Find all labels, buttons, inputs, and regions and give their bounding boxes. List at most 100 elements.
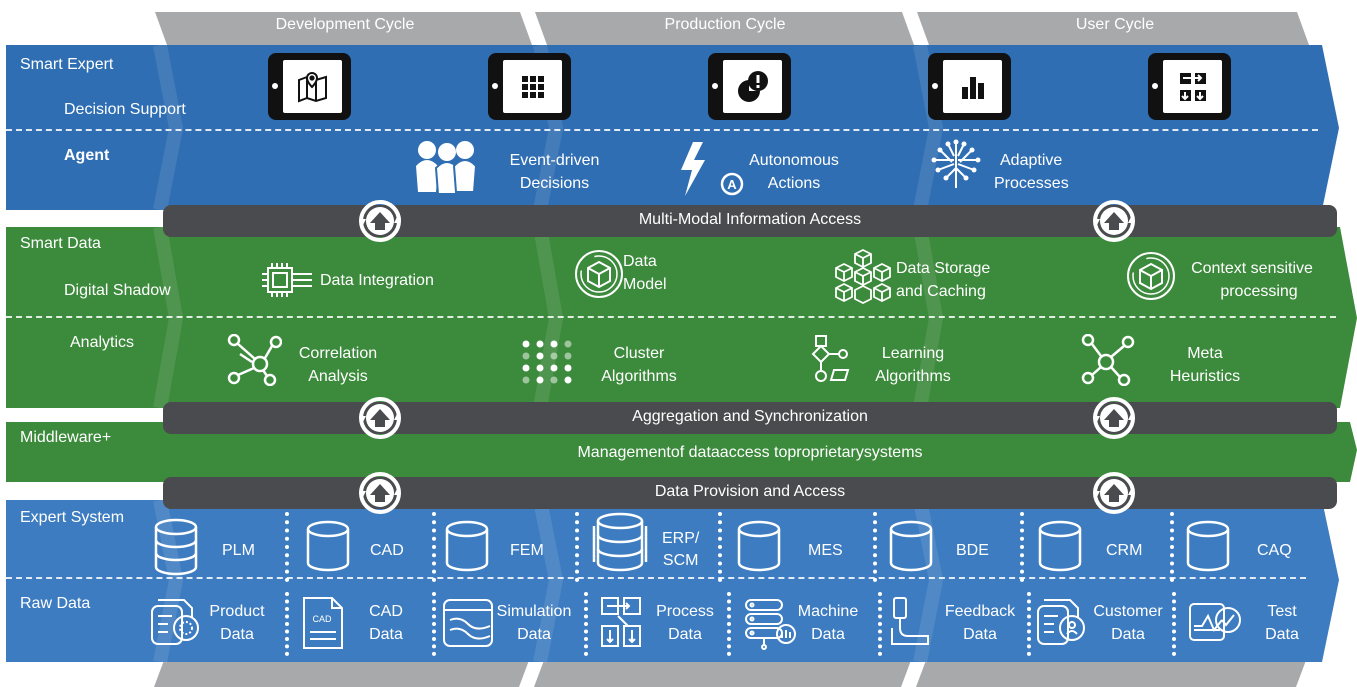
system-label-caq: CAQ xyxy=(1257,542,1292,559)
development-cycle-band xyxy=(155,12,532,45)
cycle-label-development: Development Cycle xyxy=(275,16,415,33)
separator-dots xyxy=(285,592,293,656)
analytics-item-line1: Learning xyxy=(881,345,945,362)
workflow-icon xyxy=(1179,72,1206,101)
bar-label: Multi-Modal Information Access xyxy=(638,211,862,228)
cube-icon xyxy=(1127,252,1175,300)
agent-item-line1: Event-driven xyxy=(509,152,600,169)
tablet-map[interactable] xyxy=(268,53,351,120)
database-stack-icon xyxy=(592,512,648,572)
agent-item-line1: Autonomous xyxy=(749,152,839,169)
shadow-item-line2: and Caching xyxy=(896,283,986,300)
sync-icon xyxy=(1093,200,1135,242)
test-icon xyxy=(1189,603,1241,641)
system-label-plm: PLM xyxy=(222,542,255,559)
user-cycle-band-bottom xyxy=(916,655,1308,687)
separator-dots xyxy=(1172,592,1180,656)
separator-dots xyxy=(432,592,440,656)
tablet-chart[interactable] xyxy=(928,53,1011,120)
separator-system-raw xyxy=(6,577,1306,579)
separator-dots xyxy=(285,512,293,582)
bar-aggregation: Aggregation and Synchronization xyxy=(163,402,1337,434)
bar-chart-icon xyxy=(961,76,984,99)
sync-icon xyxy=(359,200,401,242)
tablet-grid[interactable] xyxy=(488,53,571,120)
layer-label-expert-system: Expert System xyxy=(20,509,125,526)
alert-pie-icon xyxy=(737,70,768,102)
grid-icon xyxy=(521,75,544,98)
network-icon xyxy=(227,334,282,386)
system-label-line1: ERP/ xyxy=(662,530,700,547)
separator-dots xyxy=(718,512,726,582)
people-icon xyxy=(416,141,478,195)
cluster-icon xyxy=(522,340,572,384)
cycle-label-user: User Cycle xyxy=(1075,16,1155,33)
sync-icon xyxy=(1093,397,1135,439)
database-icon xyxy=(445,520,489,572)
development-cycle-band-bottom xyxy=(154,655,531,687)
database-icon xyxy=(889,520,933,572)
system-label-line2: SCM xyxy=(662,552,699,569)
production-cycle-band-bottom xyxy=(534,655,913,687)
middleware-layer xyxy=(6,422,1357,482)
raw-item-line1: Product xyxy=(209,603,265,620)
raw-item-line2: Data xyxy=(220,626,254,643)
middleware-description: Managementof dataaccess toproprietarysys… xyxy=(577,444,923,461)
raw-item-line2: Data xyxy=(811,626,845,643)
raw-item-line2: Data xyxy=(963,626,997,643)
cube-network-icon xyxy=(835,248,891,304)
analytics-item-line2: Algorithms xyxy=(875,368,951,385)
raw-item-line1: Process xyxy=(656,603,714,620)
lightning-auto-icon: A xyxy=(681,142,744,196)
cube-icon xyxy=(575,250,623,298)
agent-item-line1: Adaptive xyxy=(1000,152,1063,169)
map-pin-icon xyxy=(297,71,327,102)
analytics-item-line1: Meta xyxy=(1187,345,1223,362)
raw-item-line1: Machine xyxy=(797,603,859,620)
separator-dots xyxy=(878,592,886,656)
separator-decision-agent xyxy=(6,129,1318,131)
cad-file-badge: CAD xyxy=(312,614,332,624)
layer-label-analytics: Analytics xyxy=(70,334,135,351)
bar-provision: Data Provision and Access xyxy=(163,477,1337,509)
raw-item-line2: Data xyxy=(1111,626,1145,643)
raw-item-line1: Customer xyxy=(1093,603,1163,620)
production-cycle-band xyxy=(535,12,914,45)
raw-item-line1: Feedback xyxy=(944,603,1016,620)
layer-label-digital-shadow: Digital Shadow xyxy=(64,282,171,299)
process-icon xyxy=(601,597,641,647)
svg-text:A: A xyxy=(727,177,737,192)
database-icon xyxy=(1186,520,1230,572)
agent-item-line2: Actions xyxy=(767,175,821,192)
separator-dots xyxy=(1020,512,1028,582)
shadow-item-line1: Data Storage xyxy=(896,260,991,277)
sync-icon xyxy=(359,397,401,439)
flowchart-icon xyxy=(811,335,850,382)
chip-icon xyxy=(262,263,312,297)
shadow-item-storage: Data Storage and Caching xyxy=(896,257,1016,303)
expert-system-layer xyxy=(6,500,1339,662)
database-icon xyxy=(154,518,198,576)
tablet-alert[interactable] xyxy=(708,53,791,120)
raw-item-line2: Data xyxy=(1265,626,1299,643)
analytics-item-line2: Analysis xyxy=(308,368,368,385)
separator-shadow-analytics xyxy=(6,316,1336,318)
system-label-mes: MES xyxy=(808,542,843,559)
tablet-workflow[interactable] xyxy=(1148,53,1231,120)
bar-multi-modal: Multi-Modal Information Access xyxy=(163,205,1337,237)
raw-item-line1: Simulation xyxy=(496,603,572,620)
separator-dots xyxy=(1027,592,1035,656)
